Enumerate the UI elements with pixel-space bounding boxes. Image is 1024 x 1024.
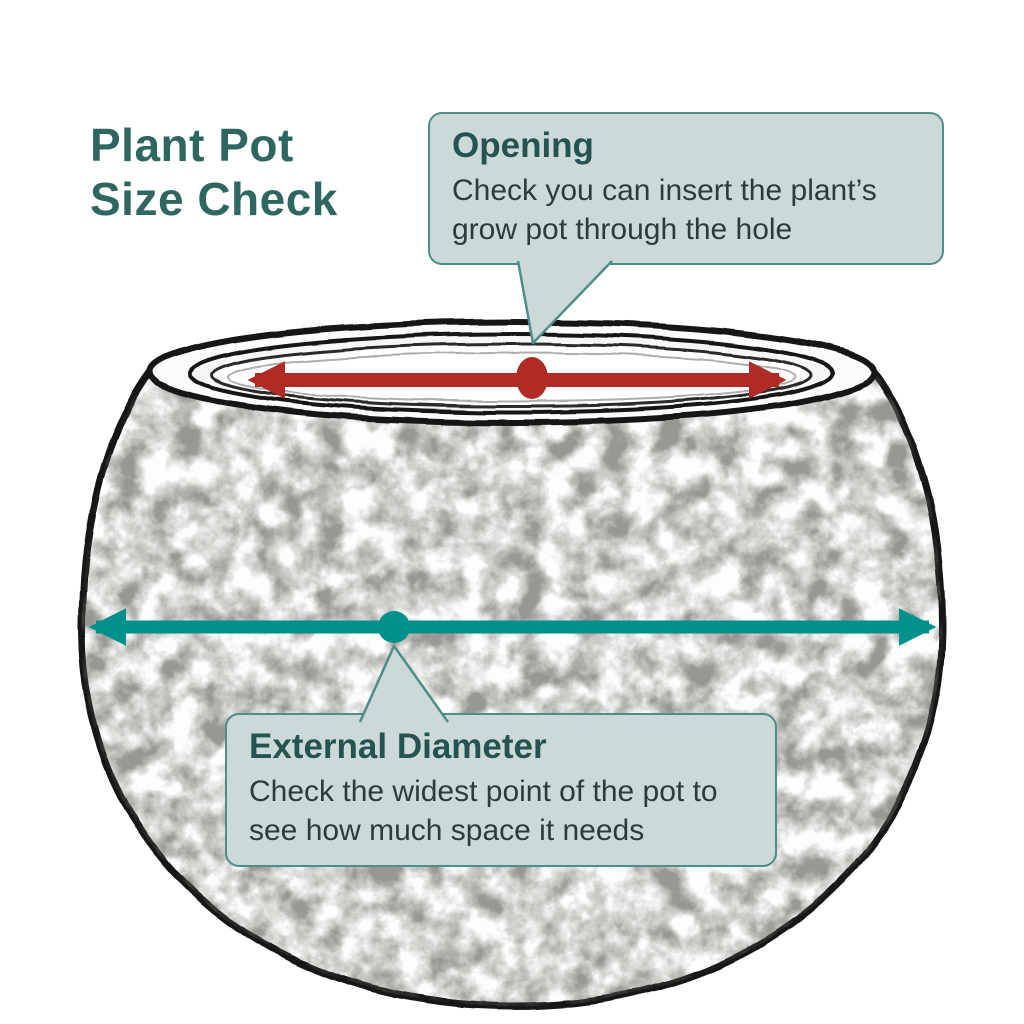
callout-opening: Opening Check you can insert the plant’s… <box>428 112 944 265</box>
page-title-line2: Size Check <box>90 173 338 226</box>
pot-opening-inner-wall <box>227 352 797 402</box>
page-title: Plant Pot Size Check <box>90 118 338 227</box>
pot-sketch <box>78 319 946 1010</box>
callout-external-diameter-body: Check the widest point of the pot to see… <box>249 774 718 847</box>
page-title-line1: Plant Pot <box>90 119 294 171</box>
callout-opening-heading: Opening <box>452 126 594 165</box>
callout-external-diameter-heading: External Diameter <box>249 727 547 766</box>
callout-opening-body: Check you can insert the plant’s grow po… <box>452 173 877 246</box>
external-diameter-dot <box>378 611 410 643</box>
opening-centre-dot <box>516 357 548 399</box>
callout-external-diameter: External Diameter Check the widest point… <box>225 713 777 867</box>
